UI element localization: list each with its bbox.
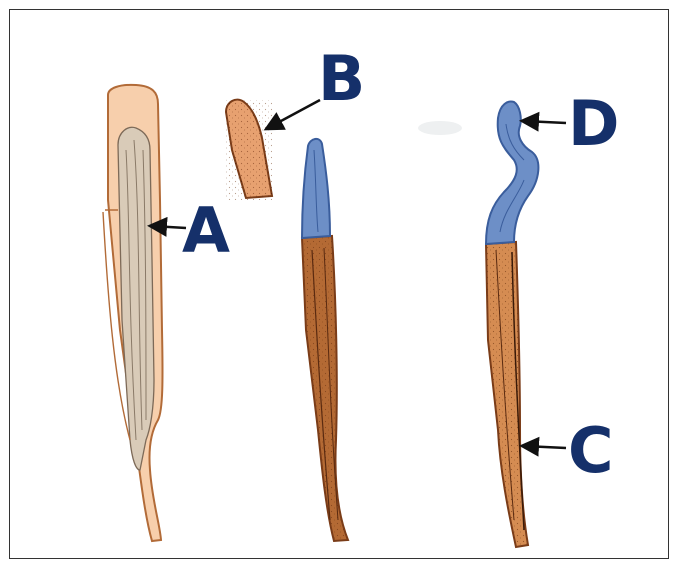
label-b: B <box>318 42 365 115</box>
structure-right <box>486 102 538 547</box>
label-c: C <box>568 414 614 487</box>
structure-middle <box>302 139 348 541</box>
right-blue-shoot <box>486 102 538 244</box>
structure-a <box>103 85 163 541</box>
label-a: A <box>182 194 230 267</box>
arrow-c <box>524 446 566 448</box>
arrow-d <box>524 121 566 123</box>
arrow-b <box>268 100 320 128</box>
structure-b <box>226 100 272 200</box>
label-d: D <box>568 87 619 160</box>
